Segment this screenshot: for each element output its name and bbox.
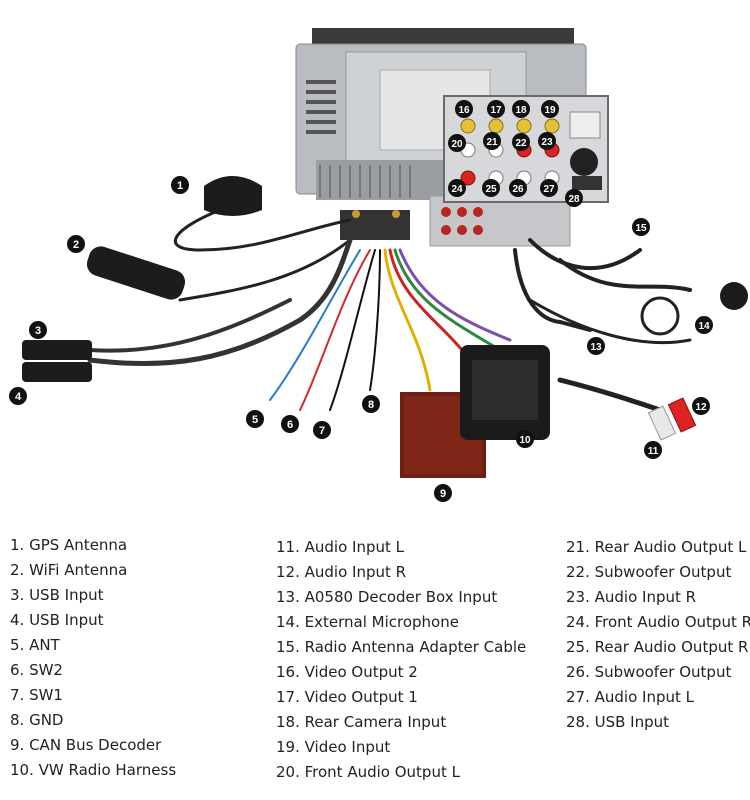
callout-8: 8 bbox=[362, 395, 380, 413]
legend-item: 7. SW1 bbox=[10, 686, 63, 704]
legend-column-1: 1. GPS Antenna 2. WiFi Antenna 3. USB In… bbox=[10, 533, 176, 783]
svg-text:23: 23 bbox=[541, 137, 553, 148]
callout-26: 26 bbox=[509, 179, 527, 197]
callout-19: 19 bbox=[541, 100, 559, 118]
wifi-antenna bbox=[86, 246, 186, 300]
callout-3: 3 bbox=[29, 321, 47, 339]
callout-markers: 1 2 3 4 5 6 7 8 9 10 11 12 13 14 15 16 1… bbox=[9, 100, 713, 502]
external-microphone bbox=[640, 282, 748, 336]
callout-11: 11 bbox=[644, 441, 662, 459]
callout-4: 4 bbox=[9, 387, 27, 405]
usb-plugs bbox=[22, 340, 92, 382]
callout-12: 12 bbox=[692, 397, 710, 415]
legend-item: 15. Radio Antenna Adapter Cable bbox=[276, 638, 527, 656]
legend-item: 21. Rear Audio Output L bbox=[566, 538, 747, 556]
callout-17: 17 bbox=[487, 100, 505, 118]
callout-25: 25 bbox=[482, 179, 500, 197]
svg-text:28: 28 bbox=[568, 194, 580, 205]
legend-item: 16. Video Output 2 bbox=[276, 663, 418, 681]
svg-text:13: 13 bbox=[590, 342, 602, 353]
callout-6: 6 bbox=[281, 415, 299, 433]
svg-text:7: 7 bbox=[319, 425, 325, 437]
callout-7: 7 bbox=[313, 421, 331, 439]
svg-text:4: 4 bbox=[15, 391, 22, 403]
legend-item: 17. Video Output 1 bbox=[276, 688, 418, 706]
legend-item: 25. Rear Audio Output R bbox=[566, 638, 749, 656]
callout-10: 10 bbox=[516, 430, 534, 448]
callout-18: 18 bbox=[512, 100, 530, 118]
svg-text:9: 9 bbox=[440, 488, 446, 500]
callout-9: 9 bbox=[434, 484, 452, 502]
legend-item: 14. External Microphone bbox=[276, 613, 459, 631]
legend-item: 18. Rear Camera Input bbox=[276, 713, 447, 731]
svg-text:15: 15 bbox=[635, 223, 647, 234]
rca-plugs bbox=[647, 397, 697, 441]
callout-21: 21 bbox=[483, 132, 501, 150]
legend-item: 3. USB Input bbox=[10, 586, 104, 604]
legend-item: 26. Subwoofer Output bbox=[566, 663, 732, 681]
gps-antenna bbox=[204, 176, 262, 216]
callout-27: 27 bbox=[540, 179, 558, 197]
svg-text:21: 21 bbox=[486, 137, 498, 148]
callout-1: 1 bbox=[171, 176, 189, 194]
svg-text:10: 10 bbox=[519, 435, 531, 446]
legend-item: 27. Audio Input L bbox=[566, 688, 694, 706]
legend-item: 8. GND bbox=[10, 711, 64, 729]
legend-item: 11. Audio Input L bbox=[276, 538, 404, 556]
vw-radio-harness-connector bbox=[460, 345, 550, 440]
svg-text:16: 16 bbox=[458, 105, 470, 116]
legend-column-2: 11. Audio Input L 12. Audio Input R 13. … bbox=[276, 535, 526, 785]
legend-item: 10. VW Radio Harness bbox=[10, 761, 177, 779]
legend-item: 20. Front Audio Output L bbox=[276, 763, 460, 781]
callout-28: 28 bbox=[565, 189, 583, 207]
callout-16: 16 bbox=[455, 100, 473, 118]
svg-text:18: 18 bbox=[515, 105, 527, 116]
callout-13: 13 bbox=[587, 337, 605, 355]
svg-text:20: 20 bbox=[451, 139, 463, 150]
legend-item: 13. A0580 Decoder Box Input bbox=[276, 588, 498, 606]
cables bbox=[87, 208, 692, 413]
wiring-diagram: 1 2 3 4 5 6 7 8 9 10 11 12 13 14 15 16 1… bbox=[9, 28, 748, 502]
svg-text:22: 22 bbox=[515, 138, 527, 149]
legend-item: 28. USB Input bbox=[566, 713, 670, 731]
legend-column-3: 21. Rear Audio Output L 22. Subwoofer Ou… bbox=[566, 535, 750, 735]
legend-item: 19. Video Input bbox=[276, 738, 391, 756]
callout-14: 14 bbox=[695, 316, 713, 334]
svg-text:17: 17 bbox=[490, 105, 502, 116]
callout-5: 5 bbox=[246, 410, 264, 428]
callout-22: 22 bbox=[512, 133, 530, 151]
legend-item: 6. SW2 bbox=[10, 661, 63, 679]
callout-23: 23 bbox=[538, 132, 556, 150]
callout-20: 20 bbox=[448, 134, 466, 152]
svg-text:26: 26 bbox=[512, 184, 524, 195]
svg-text:12: 12 bbox=[695, 402, 707, 413]
svg-text:6: 6 bbox=[287, 419, 293, 431]
legend-item: 5. ANT bbox=[10, 636, 60, 654]
svg-text:19: 19 bbox=[544, 105, 556, 116]
svg-text:8: 8 bbox=[368, 399, 374, 411]
svg-text:14: 14 bbox=[698, 321, 710, 332]
legend-item: 24. Front Audio Output R bbox=[566, 613, 750, 631]
svg-text:24: 24 bbox=[451, 184, 463, 195]
callout-24: 24 bbox=[448, 179, 466, 197]
legend-item: 2. WiFi Antenna bbox=[10, 561, 128, 579]
svg-text:3: 3 bbox=[35, 325, 41, 337]
legend-item: 23. Audio Input R bbox=[566, 588, 697, 606]
legend-item: 12. Audio Input R bbox=[276, 563, 407, 581]
svg-text:1: 1 bbox=[177, 180, 183, 192]
svg-text:5: 5 bbox=[252, 414, 258, 426]
svg-text:2: 2 bbox=[73, 239, 79, 251]
callout-15: 15 bbox=[632, 218, 650, 236]
legend-item: 22. Subwoofer Output bbox=[566, 563, 732, 581]
svg-text:25: 25 bbox=[485, 184, 497, 195]
legend-item: 9. CAN Bus Decoder bbox=[10, 736, 162, 754]
callout-2: 2 bbox=[67, 235, 85, 253]
legend-item: 4. USB Input bbox=[10, 611, 104, 629]
svg-text:11: 11 bbox=[648, 446, 659, 457]
legend-item: 1. GPS Antenna bbox=[10, 536, 128, 554]
svg-text:27: 27 bbox=[543, 184, 555, 195]
